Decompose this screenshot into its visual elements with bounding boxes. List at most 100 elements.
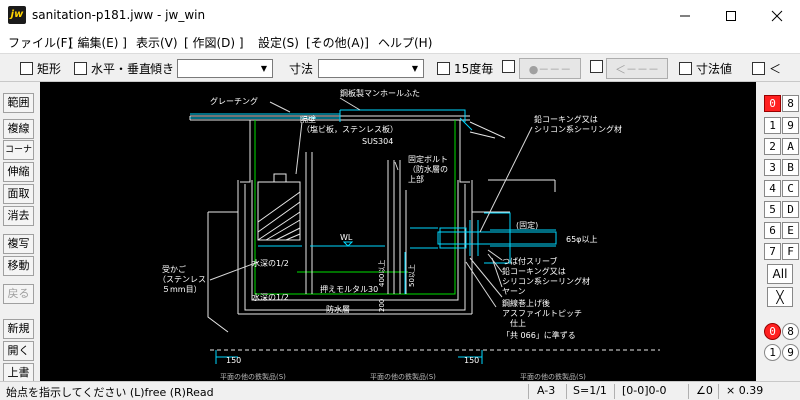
rect-label: 矩形 bbox=[37, 62, 62, 76]
status-divider bbox=[566, 384, 567, 399]
left-tool-palette: 範囲 複線 コーナー 伸縮 面取 消去 複写 移動 戻る 新規 開く 上書 bbox=[0, 82, 40, 383]
layer-group-E-button[interactable]: E bbox=[782, 222, 799, 239]
tilt-combo[interactable]: ▼ bbox=[177, 59, 273, 78]
label-basket3: ５mm目） bbox=[162, 285, 202, 294]
label-wind2: アスファイルトピッチ bbox=[502, 309, 582, 318]
label-partition1: 隔壁 bbox=[300, 114, 316, 124]
tool-new-button[interactable]: 新規 bbox=[3, 319, 34, 339]
tool-save-button[interactable]: 上書 bbox=[3, 363, 34, 383]
layer-8-button[interactable]: 8 bbox=[782, 323, 799, 340]
circle-line-button[interactable]: ●－－－ bbox=[519, 58, 581, 79]
leader-lines bbox=[209, 97, 533, 308]
label-flange: つば付スリーブ bbox=[502, 256, 558, 266]
control-toolbar: 矩形 水平・垂直 傾き ▼ 寸法 ▼ 15度毎 ●－－－ ＜－－－ 寸法値 ＜ bbox=[0, 53, 800, 82]
status-angle[interactable]: ∠0 bbox=[696, 384, 713, 397]
layer-group-A-button[interactable]: A bbox=[782, 138, 799, 155]
waterproof-layer bbox=[254, 120, 456, 295]
lt-checkbox[interactable]: ＜ bbox=[752, 60, 781, 77]
status-message: 始点を指示してください (L)free (R)Read bbox=[6, 386, 214, 399]
layer-group-B-button[interactable]: B bbox=[782, 159, 799, 176]
label-pipe: 65φ以上 bbox=[566, 235, 597, 244]
layer-group-8-button[interactable]: 8 bbox=[782, 95, 799, 112]
bottom-text-3: 平面の他の鉄製品(S) bbox=[520, 372, 586, 381]
label-lead3: 鉛コーキング又は bbox=[502, 266, 566, 276]
tool-stretch-button[interactable]: 伸縮 bbox=[3, 162, 34, 182]
arrow-line-button[interactable]: ＜－－－ bbox=[606, 58, 668, 79]
tool-move-button[interactable]: 移動 bbox=[3, 256, 34, 276]
layer-group-1-button[interactable]: 1 bbox=[764, 117, 781, 134]
checkbox-box bbox=[20, 62, 33, 75]
layer-0-button[interactable]: 0 bbox=[764, 323, 781, 340]
status-bar: 始点を指示してください (L)free (R)Read A-3 S=1/1 [0… bbox=[0, 381, 800, 400]
layer-group-2-button[interactable]: 2 bbox=[764, 138, 781, 155]
menu-draw[interactable]: [ 作図(D) ] bbox=[184, 36, 244, 50]
drawing-canvas[interactable]: グレーチング 鋼板製マンホールふた 隔壁 （塩ビ板，ステンレス板） SUS304… bbox=[40, 82, 756, 381]
label-d50: 50以上 bbox=[407, 264, 416, 287]
label-bolt1: 固定ボルト bbox=[408, 154, 448, 164]
manhole-cover bbox=[190, 109, 473, 131]
all-layers-button[interactable]: All bbox=[767, 264, 793, 284]
label-wind3: 仕上 bbox=[510, 318, 526, 328]
layer-group-7-button[interactable]: 7 bbox=[764, 243, 781, 260]
hv-checkbox[interactable]: 水平・垂直 bbox=[74, 60, 151, 77]
status-divider bbox=[688, 384, 689, 399]
menu-file[interactable]: ファイル(F) bbox=[8, 36, 73, 50]
tool-chamfer-button[interactable]: 面取 bbox=[3, 184, 34, 204]
bottom-text-1: 平面の他の鉄製品(S) bbox=[220, 372, 286, 381]
layer-group-F-button[interactable]: F bbox=[782, 243, 799, 260]
layer-group-9-button[interactable]: 9 bbox=[782, 117, 799, 134]
close-button[interactable] bbox=[754, 0, 800, 31]
x-layers-button[interactable]: ╳ bbox=[767, 287, 793, 307]
layer-group-4-button[interactable]: 4 bbox=[764, 180, 781, 197]
label-lead4: シリコン系シーリング材 bbox=[502, 276, 590, 286]
layer-1-button[interactable]: 1 bbox=[764, 344, 781, 361]
menu-other[interactable]: [その他(A)] bbox=[306, 36, 369, 50]
deg15-checkbox[interactable]: 15度毎 bbox=[437, 60, 493, 77]
layer-group-C-button[interactable]: C bbox=[782, 180, 799, 197]
tool-undo-button[interactable]: 戻る bbox=[3, 284, 34, 304]
dimension-lines bbox=[215, 252, 483, 364]
layer-9-button[interactable]: 9 bbox=[782, 344, 799, 361]
status-zoom[interactable]: × 0.39 bbox=[726, 384, 764, 397]
minimize-icon bbox=[680, 15, 690, 16]
status-paper[interactable]: A-3 bbox=[537, 384, 556, 397]
label-yarn: ヤーン bbox=[502, 287, 526, 296]
layer-group-D-button[interactable]: D bbox=[782, 201, 799, 218]
menu-edit[interactable]: [ 編集(E) ] bbox=[69, 36, 127, 50]
label-bolt3: 上部 bbox=[408, 174, 424, 184]
minimize-button[interactable] bbox=[662, 0, 708, 31]
tool-copy-button[interactable]: 複写 bbox=[3, 234, 34, 254]
layer-group-0-button[interactable]: 0 bbox=[764, 95, 781, 112]
arrow-checkbox[interactable] bbox=[590, 60, 607, 73]
layer-group-3-button[interactable]: 3 bbox=[764, 159, 781, 176]
dimval-checkbox[interactable]: 寸法値 bbox=[679, 60, 732, 77]
label-partition2: （塩ビ板，ステンレス板） bbox=[302, 124, 398, 134]
drawing-svg: グレーチング 鋼板製マンホールふた 隔壁 （塩ビ板，ステンレス板） SUS304… bbox=[158, 88, 660, 381]
hv-label: 水平・垂直 bbox=[91, 62, 152, 76]
tool-corner-button[interactable]: コーナー bbox=[3, 140, 34, 173]
layer-group-6-button[interactable]: 6 bbox=[764, 222, 781, 239]
label-basket2: （ステンレス bbox=[158, 275, 206, 284]
tool-open-button[interactable]: 開く bbox=[3, 341, 34, 361]
status-layer[interactable]: [0-0]0-0 bbox=[622, 384, 667, 397]
menu-help[interactable]: ヘルプ(H) bbox=[378, 36, 433, 50]
menu-view[interactable]: 表示(V) bbox=[136, 36, 178, 50]
tool-range-button[interactable]: 範囲 bbox=[3, 93, 34, 113]
dim-combo[interactable]: ▼ bbox=[318, 59, 424, 78]
checkbox-box bbox=[502, 60, 515, 73]
maximize-button[interactable] bbox=[708, 0, 754, 31]
menu-bar: ファイル(F) [ 編集(E) ] 表示(V) [ 作図(D) ] 設定(S) … bbox=[0, 31, 800, 53]
label-basket1: 受かご bbox=[162, 264, 186, 274]
label-manhole: 鋼板製マンホールふた bbox=[340, 88, 420, 98]
layer-group-5-button[interactable]: 5 bbox=[764, 201, 781, 218]
circle-checkbox[interactable] bbox=[502, 60, 519, 73]
label-water-depth-2: 水深の1/2 bbox=[252, 292, 289, 302]
menu-settings[interactable]: 設定(S) bbox=[258, 36, 299, 50]
tool-erase-button[interactable]: 消去 bbox=[3, 206, 34, 226]
rect-checkbox[interactable]: 矩形 bbox=[20, 60, 61, 77]
partition-walls bbox=[305, 152, 407, 294]
right-layer-palette: 0 8 1 9 2 A 3 B 4 C 5 D 6 E 7 F All ╳ 0 … bbox=[760, 82, 800, 381]
label-dim150-1: 150 bbox=[226, 356, 241, 365]
status-scale[interactable]: S=1/1 bbox=[573, 384, 607, 397]
tool-offset-button[interactable]: 複線 bbox=[3, 119, 34, 139]
